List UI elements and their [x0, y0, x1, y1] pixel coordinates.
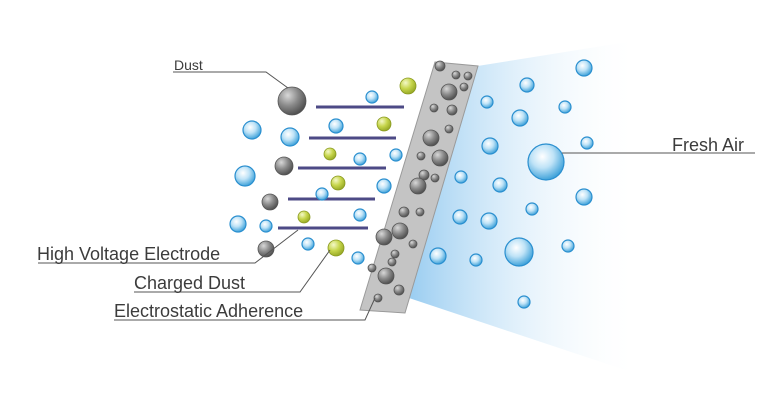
water-drop: [575, 59, 593, 77]
dust-label: Dust: [174, 57, 203, 73]
water-drop: [301, 237, 315, 251]
dust-particle: [416, 151, 426, 161]
adhered-dust: [367, 60, 473, 303]
dust-particle: [373, 293, 383, 303]
water-drop: [481, 137, 499, 155]
water-drop: [469, 253, 483, 267]
charged-dust-leader-line: [134, 249, 331, 293]
water-drop: [492, 177, 508, 193]
dust-particle: [387, 257, 397, 267]
high-voltage-electrode-label: High Voltage Electrode: [37, 244, 220, 264]
dust-particle: [409, 177, 427, 195]
water-drop: [480, 95, 494, 109]
charged-dust-particle: [327, 239, 345, 257]
dust-particle: [459, 82, 469, 92]
dust-particle: [463, 71, 473, 81]
charged-dust-particle: [323, 147, 337, 161]
water-drop: [511, 109, 529, 127]
particles: [229, 59, 594, 309]
leader-lines: [38, 71, 755, 321]
water-drop: [429, 247, 447, 265]
water-drop: [517, 295, 531, 309]
dust-particle: [415, 207, 425, 217]
dust-particle: [393, 284, 405, 296]
water-drop: [351, 251, 365, 265]
dust-particle: [429, 103, 439, 113]
dust-leader-line: [173, 71, 289, 89]
charged-dust-particle: [297, 210, 311, 224]
dust-particle: [418, 169, 430, 181]
water-drop: [480, 212, 498, 230]
electrostatic-adherence-label: Electrostatic Adherence: [114, 301, 303, 321]
dust-particle: [431, 149, 449, 167]
water-drop: [242, 120, 262, 140]
water-drop: [519, 77, 535, 93]
water-drop: [561, 239, 575, 253]
water-drop: [280, 127, 300, 147]
water-drop: [454, 170, 468, 184]
adherence-leader-line: [114, 297, 376, 321]
water-drop: [259, 219, 273, 233]
dust-particle: [434, 60, 446, 72]
charged-dust-particle: [330, 175, 346, 191]
dust-particle: [261, 193, 279, 211]
dust-particle: [422, 129, 440, 147]
dust-particle: [430, 173, 440, 183]
water-drop: [315, 187, 329, 201]
water-drop: [525, 202, 539, 216]
dust-particle: [444, 124, 454, 134]
fresh-air-label: Fresh Air: [672, 135, 744, 155]
water-drop: [575, 188, 593, 206]
dust-particle: [367, 263, 377, 273]
high-voltage-electrodes: [278, 105, 404, 230]
electrode-leader-line: [38, 229, 299, 264]
dust-particle: [451, 70, 461, 80]
dust-particle: [391, 222, 409, 240]
water-drop: [376, 178, 392, 194]
charged-dust-particle: [399, 77, 417, 95]
water-drop: [527, 143, 565, 181]
dust-particle: [398, 206, 410, 218]
water-drop: [580, 136, 594, 150]
dust-particle: [377, 267, 395, 285]
water-drop: [234, 165, 256, 187]
dust-particle: [390, 249, 400, 259]
charged-dust-particle: [376, 116, 392, 132]
dust-particle: [408, 239, 418, 249]
water-drop: [353, 152, 367, 166]
charged-dust-label: Charged Dust: [134, 273, 245, 293]
water-drop: [229, 215, 247, 233]
dust-particle: [375, 228, 393, 246]
water-drop: [558, 100, 572, 114]
water-drop: [452, 209, 468, 225]
dust-particle: [440, 83, 458, 101]
water-drop: [365, 90, 379, 104]
water-drop: [353, 208, 367, 222]
dust-particle: [446, 104, 458, 116]
water-drop: [328, 118, 344, 134]
dust-particle: [277, 86, 307, 116]
water-drop: [504, 237, 534, 267]
dust-particle: [274, 156, 294, 176]
water-drop: [389, 148, 403, 162]
